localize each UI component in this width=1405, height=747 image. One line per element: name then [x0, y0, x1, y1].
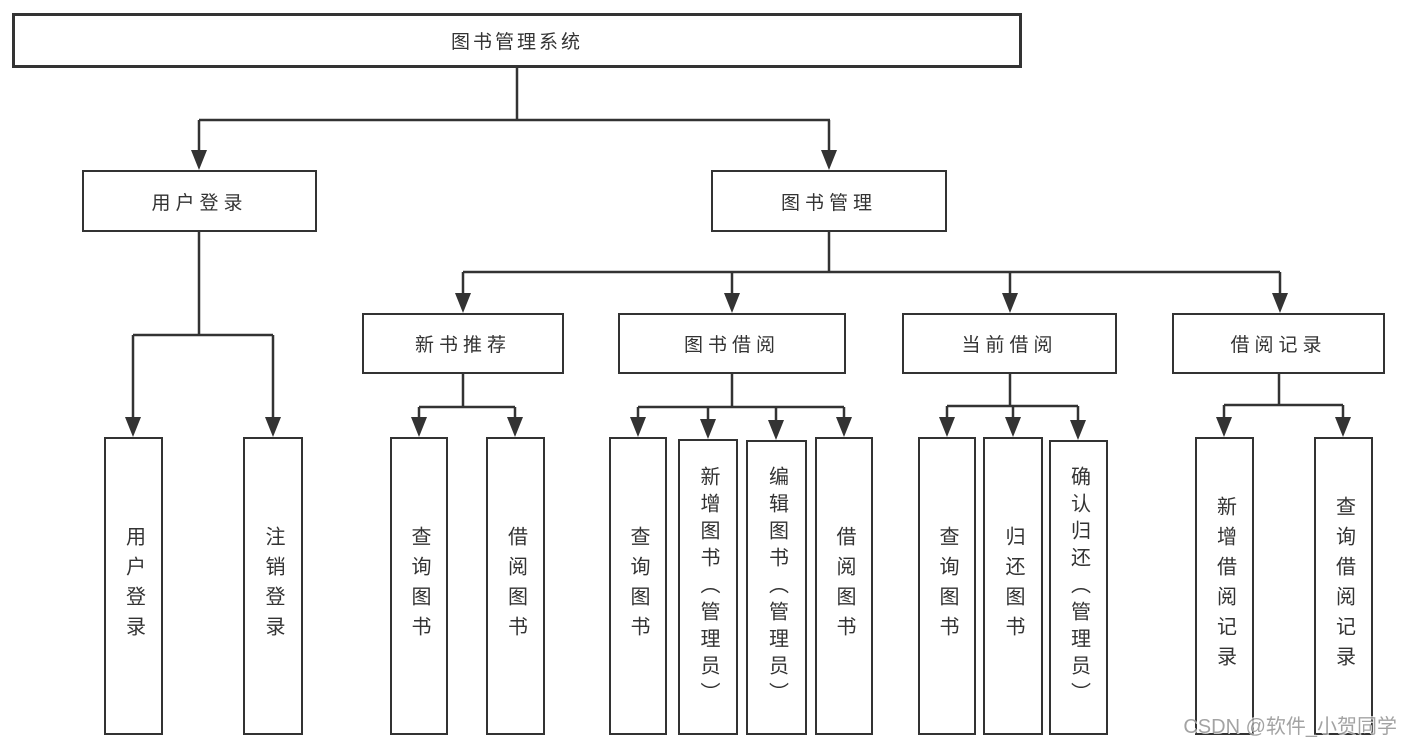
node-label: 编辑图书（管理员）: [765, 466, 788, 709]
node-label: 当前借阅: [961, 335, 1058, 356]
node-label: 图书管理系统: [450, 32, 583, 53]
node-label: 查询图书: [408, 526, 430, 646]
leaf-query-books-borrow: 查询图书: [609, 437, 667, 735]
node-current-borrowing: 当前借阅: [902, 313, 1117, 374]
connector-borrow-records-children: [1222, 374, 1345, 418]
connector-current-borrow-children: [945, 374, 1080, 421]
node-label: 归还图书: [1002, 526, 1024, 646]
node-borrowing-records: 借阅记录: [1172, 313, 1385, 374]
node-label: 查询图书: [936, 526, 958, 646]
leaf-add-borrow-record: 新增借阅记录: [1195, 437, 1254, 735]
connector-root-to-level2: [197, 68, 831, 151]
leaf-logout: 注销登录: [243, 437, 303, 735]
node-library-management-system: 图书管理系统: [12, 13, 1022, 68]
connector-book-borrow-children: [636, 374, 846, 421]
node-label: 借阅图书: [504, 526, 527, 646]
leaf-edit-books-admin: 编辑图书（管理员）: [746, 440, 807, 735]
leaf-query-books-current: 查询图书: [918, 437, 976, 735]
node-label: 借阅记录: [1230, 335, 1327, 356]
node-label: 用户登录: [122, 526, 145, 646]
node-label: 新书推荐: [414, 335, 511, 356]
node-user-login: 用户登录: [82, 170, 317, 232]
leaf-add-books-admin: 新增图书（管理员）: [678, 439, 738, 735]
node-book-borrowing: 图书借阅: [618, 313, 846, 374]
leaf-user-login: 用户登录: [104, 437, 163, 735]
node-label: 图书借阅: [683, 335, 780, 356]
node-label: 新增图书（管理员）: [697, 465, 719, 709]
node-label: 查询图书: [627, 526, 649, 646]
node-label: 用户登录: [151, 192, 248, 214]
node-label: 注销登录: [262, 526, 284, 646]
node-label: 确认归还（管理员）: [1067, 466, 1090, 709]
node-label: 借阅图书: [833, 526, 855, 646]
arrowheads: [125, 150, 1351, 440]
connector-user-login-children: [131, 232, 275, 418]
leaf-return-books: 归还图书: [983, 437, 1043, 735]
connector-book-mgmt-children: [461, 232, 1282, 294]
node-new-book-recommendation: 新书推荐: [362, 313, 564, 374]
leaf-borrow-books: 借阅图书: [815, 437, 873, 735]
node-book-management: 图书管理: [711, 170, 947, 232]
node-label: 新增借阅记录: [1213, 496, 1236, 676]
leaf-borrow-books-recommend: 借阅图书: [486, 437, 545, 735]
leaf-query-borrow-record: 查询借阅记录: [1314, 437, 1373, 735]
node-label: 图书管理: [780, 192, 877, 214]
leaf-query-books-recommend: 查询图书: [390, 437, 448, 735]
connector-new-book-children: [417, 374, 517, 418]
node-label: 查询借阅记录: [1332, 496, 1355, 676]
leaf-confirm-return-admin: 确认归还（管理员）: [1049, 440, 1108, 735]
csdn-watermark: CSDN @软件_小贺同学: [1183, 716, 1397, 738]
